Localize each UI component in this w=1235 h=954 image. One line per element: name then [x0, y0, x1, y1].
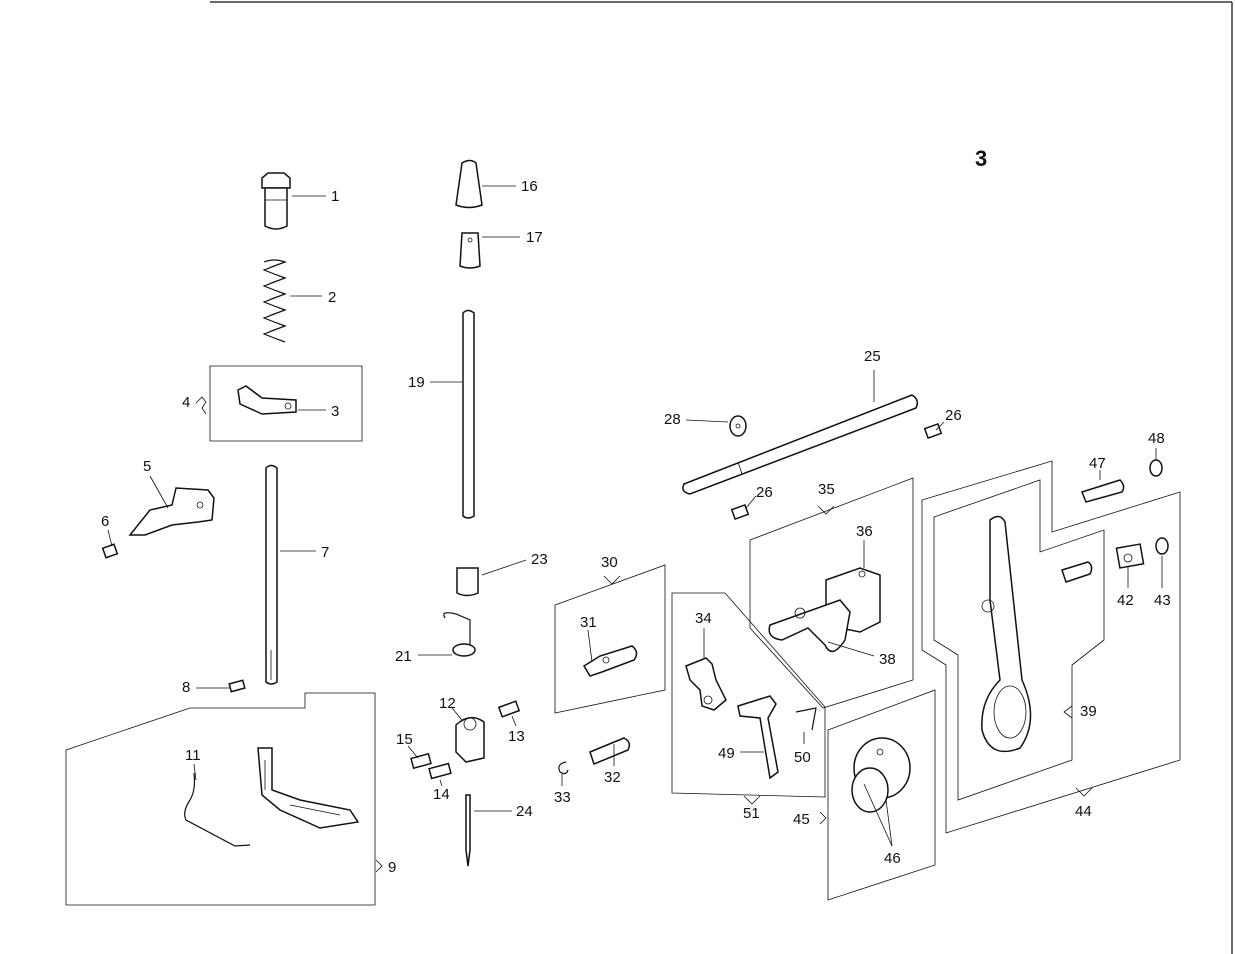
- part-46-eccentric: [851, 737, 911, 813]
- part-label-13: 13: [508, 728, 525, 745]
- part-label-11: 11: [185, 747, 201, 764]
- part-19-needle-bar: [462, 309, 475, 519]
- part-43-ring: [1155, 537, 1169, 555]
- part-label-51: 51: [743, 805, 760, 822]
- group-box-4: [209, 365, 363, 442]
- part-47-pin: [1081, 479, 1125, 503]
- part-17-bushing: [459, 232, 481, 269]
- part-label-14: 14: [433, 786, 450, 803]
- part-6-screw: [101, 543, 119, 559]
- part-16-cap: [455, 159, 483, 209]
- part-label-23: 23: [531, 551, 548, 568]
- part-label-44: 44: [1075, 803, 1092, 820]
- part-label-5: 5: [143, 458, 151, 475]
- part-label-26a: 26: [945, 407, 962, 424]
- part-2-spring: [262, 259, 287, 343]
- part-23-bushing: [456, 567, 479, 597]
- part-33-clip: [558, 761, 569, 775]
- part-26b-set-screw: [730, 503, 750, 521]
- part-15-screw: [410, 752, 432, 770]
- part-13-screw: [497, 700, 521, 718]
- part-21-thread-guide: [443, 612, 476, 657]
- part-label-38: 38: [879, 651, 896, 668]
- part-label-28: 28: [664, 411, 681, 428]
- part-50-screw: [795, 707, 817, 731]
- group-box-30: [554, 564, 666, 714]
- part-12-needle-clamp: [455, 716, 485, 763]
- part-38-crank-arm: [768, 599, 851, 653]
- part-label-47: 47: [1089, 455, 1106, 472]
- part-3-clamp: [237, 385, 297, 415]
- part-5-plate: [128, 487, 215, 536]
- part-26a-set-screw: [923, 422, 943, 440]
- part-label-32: 32: [604, 769, 621, 786]
- part-label-15: 15: [396, 731, 413, 748]
- part-42-block: [1115, 543, 1145, 569]
- part-label-42: 42: [1117, 592, 1134, 609]
- leader-lines: [107, 185, 1163, 873]
- part-label-45: 45: [793, 811, 810, 828]
- part-label-4: 4: [182, 394, 190, 411]
- part-label-26b: 26: [756, 484, 773, 501]
- part-label-6: 6: [101, 513, 109, 530]
- part-label-12: 12: [439, 695, 456, 712]
- part-label-1: 1: [331, 188, 339, 205]
- part-label-48: 48: [1148, 430, 1165, 447]
- part-label-2: 2: [328, 289, 336, 306]
- part-label-31: 31: [580, 614, 597, 631]
- group-box-45: [827, 689, 936, 901]
- part-label-19: 19: [408, 374, 425, 391]
- part-32-pin: [589, 737, 631, 765]
- part-label-36: 36: [856, 523, 873, 540]
- part-39-connecting-rod: [981, 515, 1032, 753]
- group-box-44: [921, 460, 1181, 834]
- part-label-16: 16: [521, 178, 538, 195]
- page-number: 3: [975, 146, 987, 171]
- part-small-pin: [1061, 561, 1093, 583]
- part-14-screw: [428, 762, 452, 780]
- part-label-43: 43: [1154, 592, 1171, 609]
- part-label-35: 35: [818, 481, 835, 498]
- part-label-25: 25: [864, 348, 881, 365]
- part-7-bar: [265, 464, 278, 685]
- part-49-lever: [737, 695, 779, 780]
- part-label-8: 8: [182, 679, 190, 696]
- part-25-shaft: [682, 394, 919, 495]
- group-box-35: [749, 477, 914, 709]
- part-34-link: [685, 657, 727, 711]
- part-label-49: 49: [718, 745, 735, 762]
- part-1-bolt: [261, 172, 291, 230]
- part-label-34: 34: [695, 610, 712, 627]
- part-28-washer: [729, 415, 747, 437]
- part-label-39: 39: [1080, 703, 1097, 720]
- part-31-crank: [582, 645, 638, 677]
- part-label-30: 30: [601, 554, 618, 571]
- part-label-3: 3: [331, 403, 339, 420]
- part-9-presser-foot: [257, 747, 360, 829]
- part-label-17: 17: [526, 229, 543, 246]
- part-label-50: 50: [794, 749, 811, 766]
- part-label-33: 33: [554, 789, 571, 806]
- part-label-21: 21: [395, 648, 412, 665]
- group-box-51: [671, 592, 826, 798]
- part-48-ring: [1149, 459, 1163, 477]
- part-label-7: 7: [321, 544, 329, 561]
- part-11-wire: [184, 772, 251, 847]
- group-box-39: [933, 479, 1105, 801]
- group-box-9: [65, 692, 376, 906]
- part-label-24: 24: [516, 803, 533, 820]
- part-label-46: 46: [884, 850, 901, 867]
- part-24-needle: [465, 794, 471, 867]
- part-8-screw: [228, 679, 246, 693]
- part-label-9: 9: [388, 859, 396, 876]
